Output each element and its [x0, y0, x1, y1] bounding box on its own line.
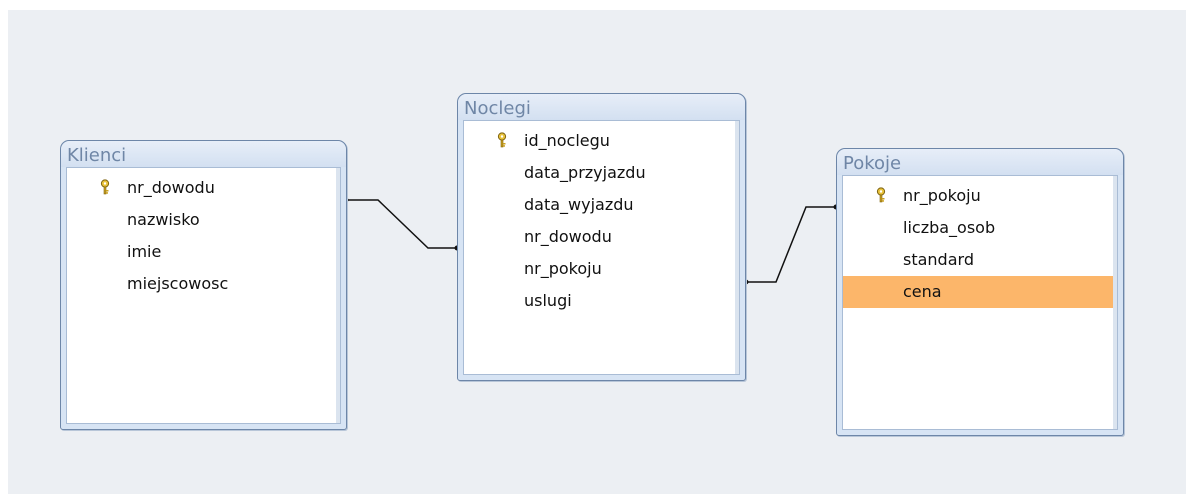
field-item-primary-key[interactable]: nr_pokoju [843, 180, 1117, 212]
field-name: nazwisko [127, 210, 200, 229]
field-item[interactable]: liczba_osob [843, 212, 1117, 244]
field-list[interactable]: nr_pokoju liczba_osob standard cena [842, 175, 1118, 430]
field-item[interactable]: data_przyjazdu [464, 157, 739, 189]
field-name: id_noclegu [524, 131, 610, 150]
field-item[interactable]: nazwisko [67, 204, 340, 236]
vertical-scrollbar[interactable] [735, 121, 739, 374]
key-icon [100, 179, 110, 195]
table-title[interactable]: Pokoje [837, 149, 1123, 175]
field-item[interactable]: data_wyjazdu [464, 189, 739, 221]
vertical-scrollbar[interactable] [336, 168, 340, 423]
key-icon [876, 187, 886, 203]
field-item-primary-key[interactable]: nr_dowodu [67, 172, 340, 204]
field-item[interactable]: imie [67, 236, 340, 268]
field-name: data_wyjazdu [524, 195, 634, 214]
field-name: liczba_osob [903, 218, 996, 237]
field-name: nr_dowodu [524, 227, 612, 246]
field-list[interactable]: id_noclegu data_przyjazdu data_wyjazdu n… [463, 120, 740, 375]
table-title[interactable]: Klienci [61, 141, 346, 167]
relationship-line-pokoje-noclegi[interactable] [746, 206, 836, 283]
field-name: nr_pokoju [524, 259, 602, 278]
field-name: nr_dowodu [127, 178, 215, 197]
field-item[interactable]: nr_dowodu [464, 221, 739, 253]
field-item-selected[interactable]: cena [843, 276, 1117, 308]
relationship-line-klienci-noclegi[interactable] [346, 199, 457, 249]
field-item[interactable]: standard [843, 244, 1117, 276]
key-icon [497, 132, 507, 148]
field-item-primary-key[interactable]: id_noclegu [464, 125, 739, 157]
field-name: cena [903, 282, 942, 301]
field-name: miejscowosc [127, 274, 229, 293]
table-noclegi[interactable]: Noclegi id_noclegu data_przyjazdu data_w… [457, 93, 746, 381]
field-name: uslugi [524, 291, 572, 310]
table-klienci[interactable]: Klienci nr_dowodu nazwisko imie miejscow… [60, 140, 347, 430]
field-name: standard [903, 250, 974, 269]
table-pokoje[interactable]: Pokoje nr_pokoju liczba_osob standard ce… [836, 148, 1124, 436]
field-name: imie [127, 242, 162, 261]
field-list[interactable]: nr_dowodu nazwisko imie miejscowosc [66, 167, 341, 424]
field-item[interactable]: uslugi [464, 285, 739, 317]
vertical-scrollbar[interactable] [1113, 176, 1117, 429]
field-item[interactable]: miejscowosc [67, 268, 340, 300]
field-name: data_przyjazdu [524, 163, 646, 182]
table-title[interactable]: Noclegi [458, 94, 745, 120]
field-item[interactable]: nr_pokoju [464, 253, 739, 285]
field-name: nr_pokoju [903, 186, 981, 205]
